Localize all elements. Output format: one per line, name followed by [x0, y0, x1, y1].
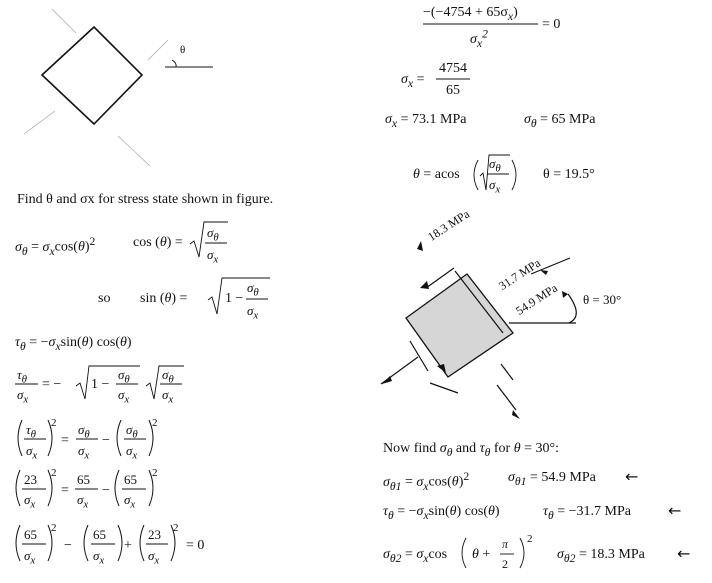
sq1-a-num: τθ	[26, 422, 36, 441]
sq3-minus: −	[64, 538, 72, 553]
sq3-exp: 2	[51, 522, 57, 534]
sq3-b-num: 65	[93, 527, 106, 542]
res-s1: σθ1 = 54.9 MPa	[508, 470, 596, 488]
sigx-frac-num: 4754	[439, 61, 467, 76]
sigtheta-result: σθ = 65 MPa	[524, 112, 596, 130]
res-t: τθ = −31.7 MPa	[543, 504, 631, 522]
sq2-minus: −	[102, 483, 110, 498]
sq2-exp2: 2	[152, 467, 158, 479]
acos-num: σθ	[489, 156, 501, 175]
frac-ratio-a-num: σθ	[118, 367, 130, 386]
eq-sin-one: 1 −	[225, 291, 244, 306]
stress-element-figure	[380, 241, 577, 419]
frac-ratio-a-den: σx	[118, 387, 130, 406]
sq3-a-den: σx	[24, 548, 36, 567]
sq1-c-den: σx	[126, 443, 138, 462]
sq1-b-den: σx	[78, 443, 90, 462]
frac-sin-den: σx	[247, 303, 259, 322]
frac-sin-num: σθ	[247, 280, 259, 299]
sq3-c-num: 23	[148, 527, 161, 542]
sq2-c-num: 65	[124, 472, 137, 487]
top-numerator: −(−4754 + 65σx)	[423, 5, 518, 23]
eq-t: τθ = −σxsin(θ) cos(θ)	[383, 504, 500, 522]
sq1-a-den: σx	[26, 443, 38, 462]
eq-ratio-eq: = −	[42, 377, 62, 392]
frac-ratio-num: τθ	[17, 367, 27, 386]
eq-cos: cos (θ) =	[133, 235, 183, 250]
eq-sin: sin (θ) =	[140, 291, 188, 306]
acos-den: σx	[489, 177, 501, 196]
frac-ratio-b-den: σx	[162, 387, 174, 406]
sq1-c-num: σθ	[126, 422, 138, 441]
top-eq-zero: = 0	[542, 17, 561, 32]
pi-num: π	[502, 537, 509, 551]
eq-s2: σθ2 = σxcos	[383, 547, 448, 565]
sq2-b-den: σx	[77, 492, 89, 511]
sq1-exp2: 2	[152, 417, 158, 429]
sq3-plus: +	[124, 538, 132, 553]
sq3-zero: = 0	[186, 538, 205, 553]
theta-acos: θ = acos	[413, 167, 460, 182]
sigx-frac-lhs: σx =	[401, 72, 425, 90]
top-numerator-text: −(−4754 + 65σ	[423, 5, 508, 20]
sq3-b-den: σx	[93, 548, 105, 567]
eq-ratio-one: 1 −	[91, 377, 110, 392]
frac-ratio-b-num: σθ	[162, 367, 174, 386]
sq1-eq: =	[61, 433, 69, 448]
sq1-b-num: σθ	[78, 422, 90, 441]
pi-den: 2	[502, 557, 508, 571]
so-label: so	[98, 291, 111, 306]
frac-cos-num: σθ	[207, 225, 219, 244]
eq-tau: τθ = −σxsin(θ) cos(θ)	[15, 335, 132, 353]
sq1-minus: −	[102, 433, 110, 448]
sq2-exp: 2	[51, 467, 57, 479]
sq3-c-den: σx	[148, 548, 160, 567]
res-s2: σθ2 = 18.3 MPa	[557, 547, 645, 565]
arrow-left-icon: ←	[625, 467, 639, 486]
frac-ratio-den: σx	[17, 387, 29, 406]
theta-value: θ = 19.5°	[543, 167, 595, 182]
eq-s2-theta: θ +	[472, 547, 491, 562]
sq3-exp2: 2	[173, 522, 179, 534]
sq1-exp: 2	[51, 417, 57, 429]
frac-cos-den: σx	[207, 247, 219, 266]
arrow-left-icon: ←	[668, 501, 682, 520]
sq2-eq: =	[61, 483, 69, 498]
s2-exp: 2	[527, 533, 533, 545]
sq2-a-den: σx	[24, 492, 36, 511]
now-find: Now find σθ and τθ for θ = 30°:	[383, 441, 559, 459]
eq-s1: σθ1 = σxcos(θ)2	[383, 470, 470, 493]
theta-label-top: θ	[180, 44, 186, 56]
top-denominator: σx2	[470, 27, 488, 50]
sigx-result: σx = 73.1 MPa	[385, 112, 467, 130]
sq2-c-den: σx	[124, 492, 136, 511]
sigx-frac-den: 65	[446, 83, 460, 98]
problem-statement: Find θ and σx for stress state shown in …	[17, 192, 274, 207]
sq2-a-num: 23	[24, 472, 37, 487]
arrow-left-icon: ←	[677, 544, 691, 563]
sq3-a-num: 65	[24, 527, 37, 542]
sq2-b-num: 65	[77, 472, 90, 487]
eq-sigma-theta: σθ = σxcos(θ)2	[15, 235, 96, 258]
label-theta-30: θ = 30°	[583, 292, 622, 307]
